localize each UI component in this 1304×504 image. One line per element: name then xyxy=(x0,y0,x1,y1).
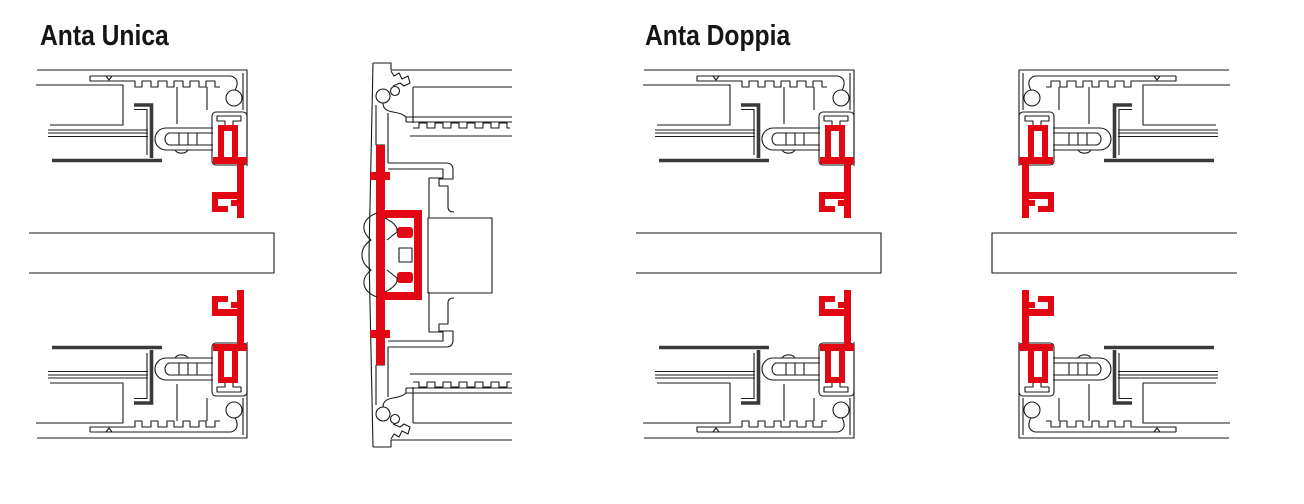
anta-unica-horizontal-section xyxy=(25,62,283,447)
section-title-anta-doppia: Anta Doppia xyxy=(645,20,791,52)
anta-doppia-horizontal-section-left xyxy=(632,62,890,447)
anta-doppia-horizontal-section-right xyxy=(988,62,1246,447)
glass-block xyxy=(427,217,493,294)
red-central-profile-core xyxy=(376,210,422,300)
anta-unica-vertical-section xyxy=(361,62,513,448)
section-title-anta-unica: Anta Unica xyxy=(40,20,169,52)
brush-gasket xyxy=(361,212,413,298)
